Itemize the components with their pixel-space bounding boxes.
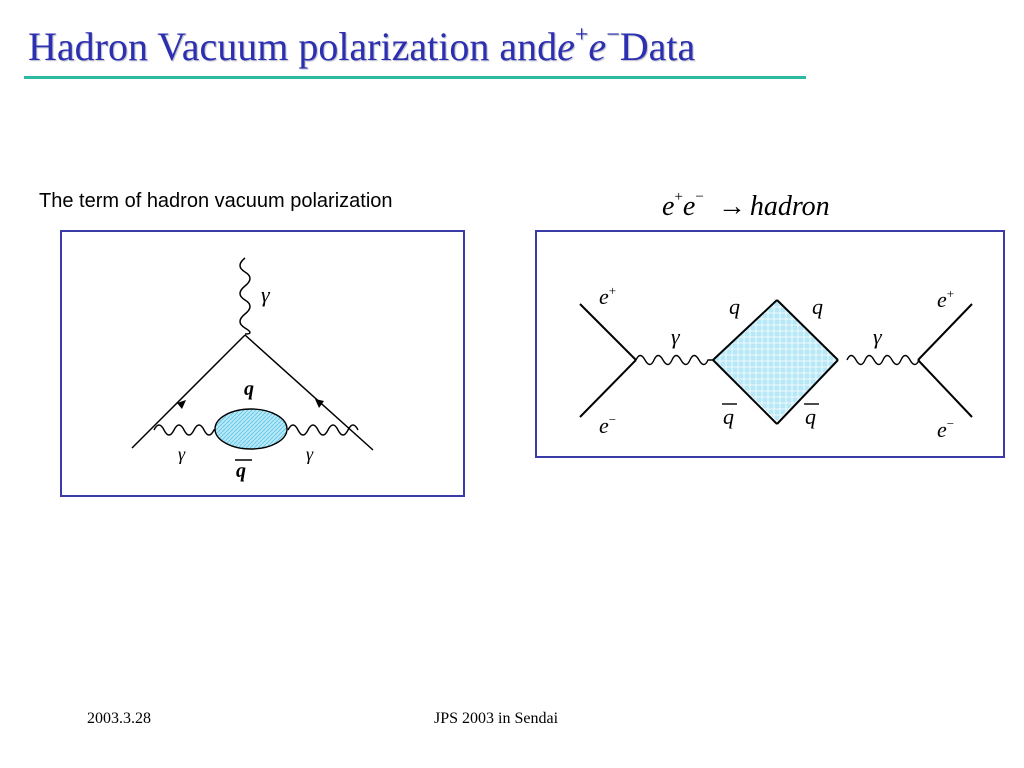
left-e-plus-line — [579, 303, 637, 361]
title-sup-minus: − — [606, 22, 620, 48]
reaction-arrow: → — [717, 191, 746, 222]
title-prefix: Hadron Vacuum polarization and — [28, 24, 558, 69]
label-e-minus-right: e− — [937, 416, 954, 442]
reaction-e1: e — [662, 191, 675, 222]
left-caption: The term of hadron vacuum polarization — [39, 190, 393, 212]
right-fermion-line — [244, 334, 374, 451]
label-photon-left: γ — [671, 324, 681, 349]
hadron-loop-blob — [214, 408, 288, 450]
diamond-edge-top-left — [712, 299, 778, 361]
footer-venue: JPS 2003 in Sendai — [434, 710, 559, 727]
left-fermion-line — [131, 334, 246, 449]
title-underline — [24, 76, 806, 79]
left-e-minus-line — [579, 359, 637, 418]
label-e-plus-left: e+ — [599, 283, 616, 309]
label-e-minus-left: e− — [599, 412, 616, 438]
vacuum-polarization-diagram: γ q q γ γ — [131, 257, 374, 482]
left-diagram-panel: γ q q γ γ — [60, 230, 465, 497]
diamond-edge-top-right — [776, 299, 839, 361]
page-title: Hadron Vacuum polarization ande+e−Data — [28, 22, 695, 70]
title-e-plus: e — [557, 24, 575, 69]
right-internal-photon — [287, 424, 359, 436]
title-sup-plus: + — [574, 22, 589, 48]
right-arrow-head — [315, 399, 324, 408]
label-antiquark-right: q — [805, 404, 816, 429]
left-internal-photon — [153, 424, 217, 436]
left-arrow-head — [177, 400, 186, 409]
label-antiquark-left: q — [723, 404, 734, 429]
diamond-edge-bottom-right — [776, 359, 839, 425]
label-antiquark: q — [236, 460, 246, 482]
reaction-sup1: + — [674, 189, 683, 205]
label-photon-top: γ — [261, 282, 271, 307]
right-e-plus-line — [917, 303, 973, 361]
reaction-product: hadron — [749, 191, 830, 222]
label-quark-left: q — [729, 294, 740, 319]
title-suffix: Data — [619, 24, 696, 69]
label-quark: q — [244, 378, 254, 400]
annihilation-diagram: e+ e− e+ e− q q q q γ γ — [579, 283, 973, 442]
reaction-sup2: − — [695, 189, 704, 205]
diamond-edge-bottom-left — [712, 359, 778, 425]
label-quark-right: q — [812, 294, 823, 319]
top-photon-line — [239, 257, 251, 335]
right-photon-wave — [846, 354, 921, 366]
label-photon-right: γ — [873, 324, 883, 349]
right-diagram-panel: e+ e− e+ e− q q q q γ γ — [535, 230, 1005, 458]
left-photon-wave — [635, 354, 714, 366]
label-e-plus-right: e+ — [937, 286, 954, 312]
reaction-formula: e+e−→hadron — [662, 189, 830, 223]
reaction-e2: e — [682, 191, 696, 222]
title-e-minus: e — [588, 24, 607, 69]
footer-date: 2003.3.28 — [87, 710, 151, 727]
label-photon-right: γ — [306, 444, 314, 464]
label-photon-left: γ — [178, 444, 186, 464]
right-e-minus-line — [917, 359, 973, 418]
